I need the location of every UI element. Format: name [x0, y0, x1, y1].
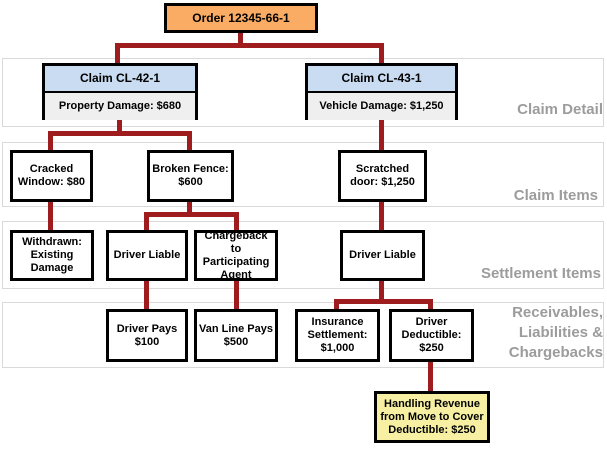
connector-line [238, 32, 243, 43]
receivable-label: Van Line Pays $500 [199, 322, 273, 348]
section-label-receivables: Receivables, Liabilities & Chargebacks [508, 304, 603, 361]
claim-title: Claim CL-42-1 [45, 66, 195, 93]
claim-title: Claim CL-43-1 [308, 66, 455, 93]
connector-line [234, 281, 239, 309]
claim-item-label: Scratched door: $1,250 [350, 163, 415, 188]
settlement-label: Driver Liable [113, 249, 181, 261]
settlement-label: Chargeback to Participating Agent [202, 229, 270, 281]
claim-node-cl-43-1: Claim CL-43-1 Vehicle Damage: $1,250 [305, 63, 458, 120]
connector-line [379, 43, 384, 63]
settlement-node-driver-liable-2: Driver Liable [340, 230, 425, 281]
receivable-node-driver-pays: Driver Pays $100 [106, 309, 188, 362]
connector-line [48, 131, 192, 136]
band-claim-items [2, 142, 604, 207]
claim-item-node-scratched-door: Scratched door: $1,250 [338, 150, 427, 202]
connector-line [115, 43, 384, 48]
claim-item-label: Cracked Window: $80 [17, 163, 86, 188]
connector-line [379, 120, 384, 150]
section-label-claim-detail: Claim Detail [517, 101, 603, 118]
receivable-node-van-line-pays: Van Line Pays $500 [194, 309, 278, 362]
connector-line [144, 281, 149, 309]
connector-line [428, 299, 433, 309]
order-label: Order 12345-66-1 [192, 10, 290, 25]
connector-line [187, 202, 192, 212]
claim-item-node-cracked-window: Cracked Window: $80 [10, 150, 93, 202]
claim-detail: Vehicle Damage: $1,250 [308, 93, 455, 120]
connector-line [428, 362, 433, 391]
connector-line [234, 212, 239, 230]
band-settlement-items [2, 221, 604, 289]
connector-line [144, 212, 239, 217]
claim-item-node-broken-fence: Broken Fence: $600 [147, 150, 234, 202]
settlement-label: Driver Liable [349, 249, 416, 261]
connector-line [334, 299, 433, 304]
receivable-label: Driver Deductible: $250 [401, 316, 462, 354]
connector-line [379, 281, 384, 299]
order-node: Order 12345-66-1 [164, 3, 318, 33]
claim-node-cl-42-1: Claim CL-42-1 Property Damage: $680 [42, 63, 198, 120]
connector-line [48, 131, 53, 150]
section-label-settlement-items: Settlement Items [480, 265, 601, 282]
receivable-label: Driver Pays $100 [116, 322, 178, 348]
settlement-label: Withdrawn: Existing Damage [22, 236, 82, 274]
receivable-node-insurance-settlement: Insurance Settlement: $1,000 [295, 309, 380, 362]
connector-line [48, 202, 53, 230]
receivable-label: Insurance Settlement: $1,000 [307, 316, 368, 354]
claim-item-label: Broken Fence: $600 [152, 163, 229, 188]
claim-detail: Property Damage: $680 [45, 93, 195, 120]
connector-line [187, 131, 192, 150]
settlement-node-chargeback: Chargeback to Participating Agent [194, 230, 278, 281]
section-label-claim-items: Claim Items [513, 187, 598, 204]
receivable-node-driver-deductible: Driver Deductible: $250 [389, 309, 474, 362]
connector-line [144, 212, 149, 230]
settlement-node-driver-liable-1: Driver Liable [106, 230, 188, 281]
settlement-node-withdrawn: Withdrawn: Existing Damage [10, 230, 94, 281]
connector-line [334, 299, 339, 309]
note-node-handling-revenue: Handling Revenue from Move to Cover Dedu… [374, 391, 490, 443]
connector-line [117, 120, 122, 131]
connector-line [379, 202, 384, 230]
note-label: Handling Revenue from Move to Cover Dedu… [380, 397, 484, 436]
connector-line [115, 43, 120, 63]
